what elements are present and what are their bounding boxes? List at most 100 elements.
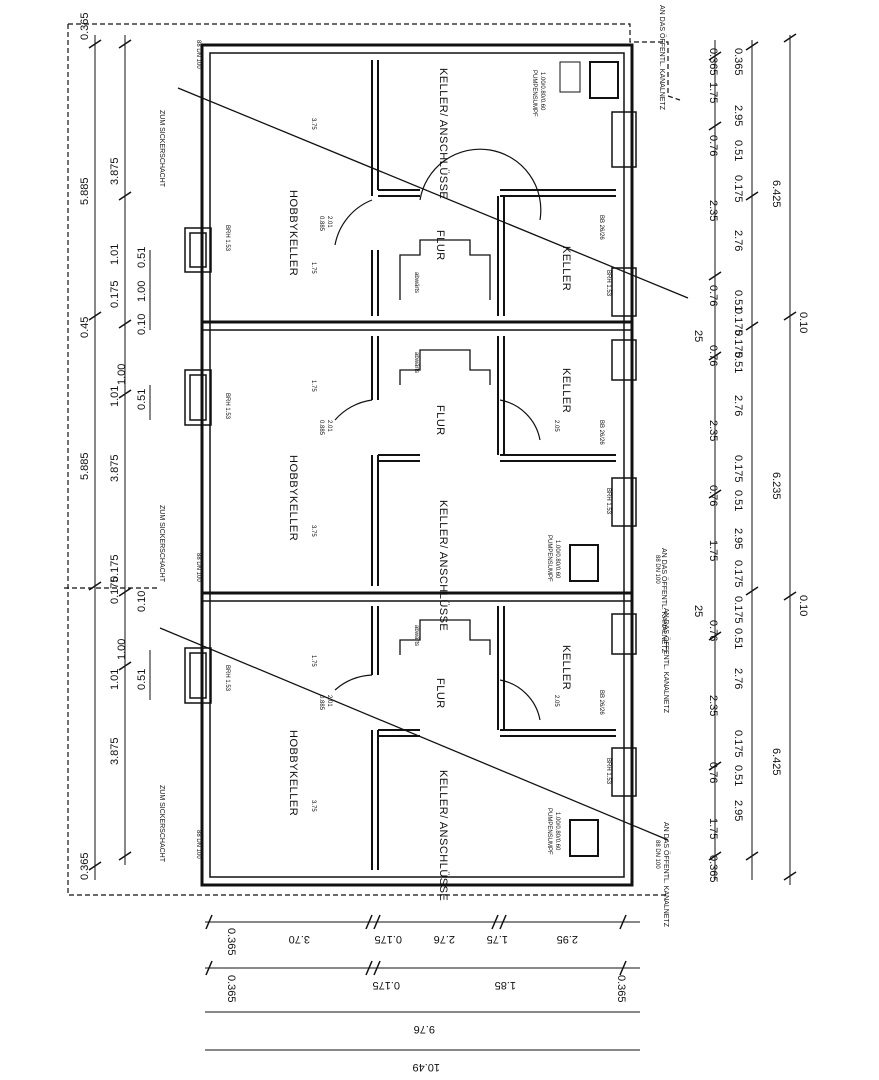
room-label-hobbykeller-2: HOBBYKELLER	[287, 455, 299, 541]
sump-size-1: 1.00/0.80/0.60	[539, 72, 545, 111]
pipe-label-3: 88 DN 100	[195, 830, 201, 859]
room-label-anschluesse-2: KELLER/ ANSCHLÜSSE	[437, 500, 449, 631]
dim-left-inner-6: 0.10	[136, 591, 148, 612]
dim-right-m-17: 2.76	[732, 668, 744, 689]
room-labels: HOBBYKELLER HOBBYKELLER HOBBYKELLER FLUR…	[287, 68, 572, 901]
dim-left-mid-2: 1.01	[109, 244, 121, 265]
room-label-keller-3: KELLER	[560, 645, 572, 690]
pipe-label-2: 88 DN 100	[195, 553, 201, 582]
room-label-hobbykeller-3: HOBBYKELLER	[287, 730, 299, 816]
dim-right-l-12: 0.76	[707, 620, 719, 641]
dim-left-mid-5: 3.875	[109, 454, 121, 482]
dim-left-inner-4: 1.00	[116, 364, 128, 385]
dim-bottom-2-4: 0.365	[615, 975, 627, 1003]
dim-right-m-1: 0.365	[732, 48, 744, 76]
window-label-5: BRH 1.53	[605, 488, 611, 515]
bottom-dimension-lines	[205, 914, 640, 1051]
dim-right-m-10: 2.76	[732, 395, 744, 416]
window-label-3: BRH 1.53	[224, 665, 230, 692]
dim-left-outer-4: 5.885	[79, 452, 91, 480]
note-kanal-2: AN DAS ÖFFENTL. KANALNETZ	[660, 548, 668, 654]
left-dimension-lines	[88, 35, 151, 880]
dim-right-l-4: 2.35	[707, 200, 719, 221]
dim-right-l-15: 1.75	[707, 818, 719, 839]
room-height-3: 3.75	[310, 800, 316, 812]
room-height-2: 3.75	[310, 525, 316, 537]
bottom-dimension-texts: 0.365 3.70 0.175 2.76 1.75 2.95 0.365 0.…	[225, 928, 627, 1073]
door-height-1: 2.01	[326, 216, 332, 228]
dim-right-m-15: 0.175	[732, 596, 744, 624]
dim-bottom-1-2: 3.70	[289, 933, 310, 945]
dim-left-inner-5: 0.51	[136, 389, 148, 410]
window-label-4: BRH 1.53	[605, 270, 611, 297]
window-wells	[184, 111, 637, 797]
dim-bottom-2-1: 0.365	[225, 975, 237, 1003]
dim-right-m-20: 2.95	[732, 800, 744, 821]
door-height-3: 2.01	[326, 695, 332, 707]
dim-right-l-10: 1.75	[707, 540, 719, 561]
dim-right-l-8: 2.35	[707, 420, 719, 441]
dim-right-m-19: 0.51	[732, 765, 744, 786]
door-width-2: 0.885	[318, 420, 324, 436]
room-height-5: 1.75	[310, 380, 316, 392]
room-height-1: 3.75	[310, 118, 316, 130]
dim-right-m-8: 0.175	[732, 330, 744, 358]
dim-bottom-2-3: 1.85	[495, 979, 516, 991]
door-width-1: 0.885	[318, 216, 324, 232]
door-width-3: 0.885	[318, 695, 324, 711]
dim-right-l-13: 2.35	[707, 695, 719, 716]
stair-label-1: abwärts	[413, 272, 419, 293]
room-label-keller-2: KELLER	[560, 368, 572, 413]
pipe-label-4: 88 DN 100	[654, 555, 660, 584]
dim-left-outer-2: 5.885	[79, 177, 91, 205]
dim-right-m-14: 0.175	[732, 560, 744, 588]
dim-right-m-6: 0.51	[732, 290, 744, 311]
note-kanal-3: AN DAS ÖFFENTL. KANALNETZ	[662, 608, 670, 714]
dim-right-m-18: 0.175	[732, 730, 744, 758]
dim-right-m-5: 2.76	[732, 230, 744, 251]
unit-1-walls	[371, 60, 619, 316]
dim-right-m-16: 0.51	[732, 628, 744, 649]
dim-bottom-1-6: 2.95	[557, 933, 578, 945]
pumpensumpf-label-2: PUMPENSUMPF	[546, 535, 552, 582]
note-kanal-4: AN DAS ÖFFENTL. KANALNETZ	[662, 822, 670, 928]
dim-left-outer-1: 0.365	[79, 12, 91, 40]
dim-left-outer-5: 0.365	[79, 852, 91, 880]
dim-right-l-14: 0.76	[707, 762, 719, 783]
small-window-2: BB 26/26	[598, 420, 604, 445]
note-sickerschacht-2: ZUM SICKERSCHACHT	[158, 505, 165, 583]
room-label-anschluesse-1: KELLER/ ANSCHLÜSSE	[437, 68, 449, 199]
stairs	[399, 239, 491, 655]
dim-right-l-11: 25	[692, 605, 704, 617]
property-boundary	[64, 23, 681, 896]
left-dimension-texts: 0.365 5.885 0.45 5.885 0.365 3.875 1.01 …	[79, 12, 148, 880]
dim-right-l-6: 25	[692, 330, 704, 342]
room-label-anschluesse-3: KELLER/ ANSCHLÜSSE	[437, 770, 449, 901]
dim-left-inner-8: 0.51	[136, 669, 148, 690]
note-sickerschacht-1: ZUM SICKERSCHACHT	[158, 110, 165, 188]
dim-right-m-3: 0.51	[732, 140, 744, 161]
dim-right-l-1: 0.365	[707, 48, 719, 76]
sump-size-3: 1.00/0.80/0.60	[554, 812, 560, 851]
dim-right-m-11: 0.175	[732, 455, 744, 483]
dim-bottom-4: 10.49	[412, 1061, 440, 1073]
building-walls	[200, 43, 634, 887]
dim-left-mid-3: 0.175	[109, 280, 121, 308]
room-label-flur-2: FLUR	[434, 405, 446, 436]
door-swings	[334, 148, 542, 721]
small-window-3: BB 26/26	[598, 690, 604, 715]
dim-right-m-2: 2.95	[732, 105, 744, 126]
dim-right-l-3: 0.76	[707, 135, 719, 156]
pipe-label-1: 88 DN 100	[195, 40, 201, 69]
window-label-6: BRH 1.53	[605, 758, 611, 785]
pipe-label-5: 88 DN 100	[654, 840, 660, 869]
dim-bottom-1-3: 0.175	[374, 933, 402, 945]
dim-bottom-2-2: 0.175	[372, 979, 400, 991]
dim-left-inner-7: 1.00	[116, 639, 128, 660]
dim-right-r-5: 6.425	[770, 748, 782, 776]
dim-bottom-1-1: 0.365	[225, 928, 237, 956]
dim-bottom-1-5: 1.75	[487, 933, 508, 945]
dim-left-mid-7: 0.175	[109, 576, 121, 604]
dim-right-m-12: 0.51	[732, 490, 744, 511]
room-height-6: 1.75	[310, 655, 316, 667]
